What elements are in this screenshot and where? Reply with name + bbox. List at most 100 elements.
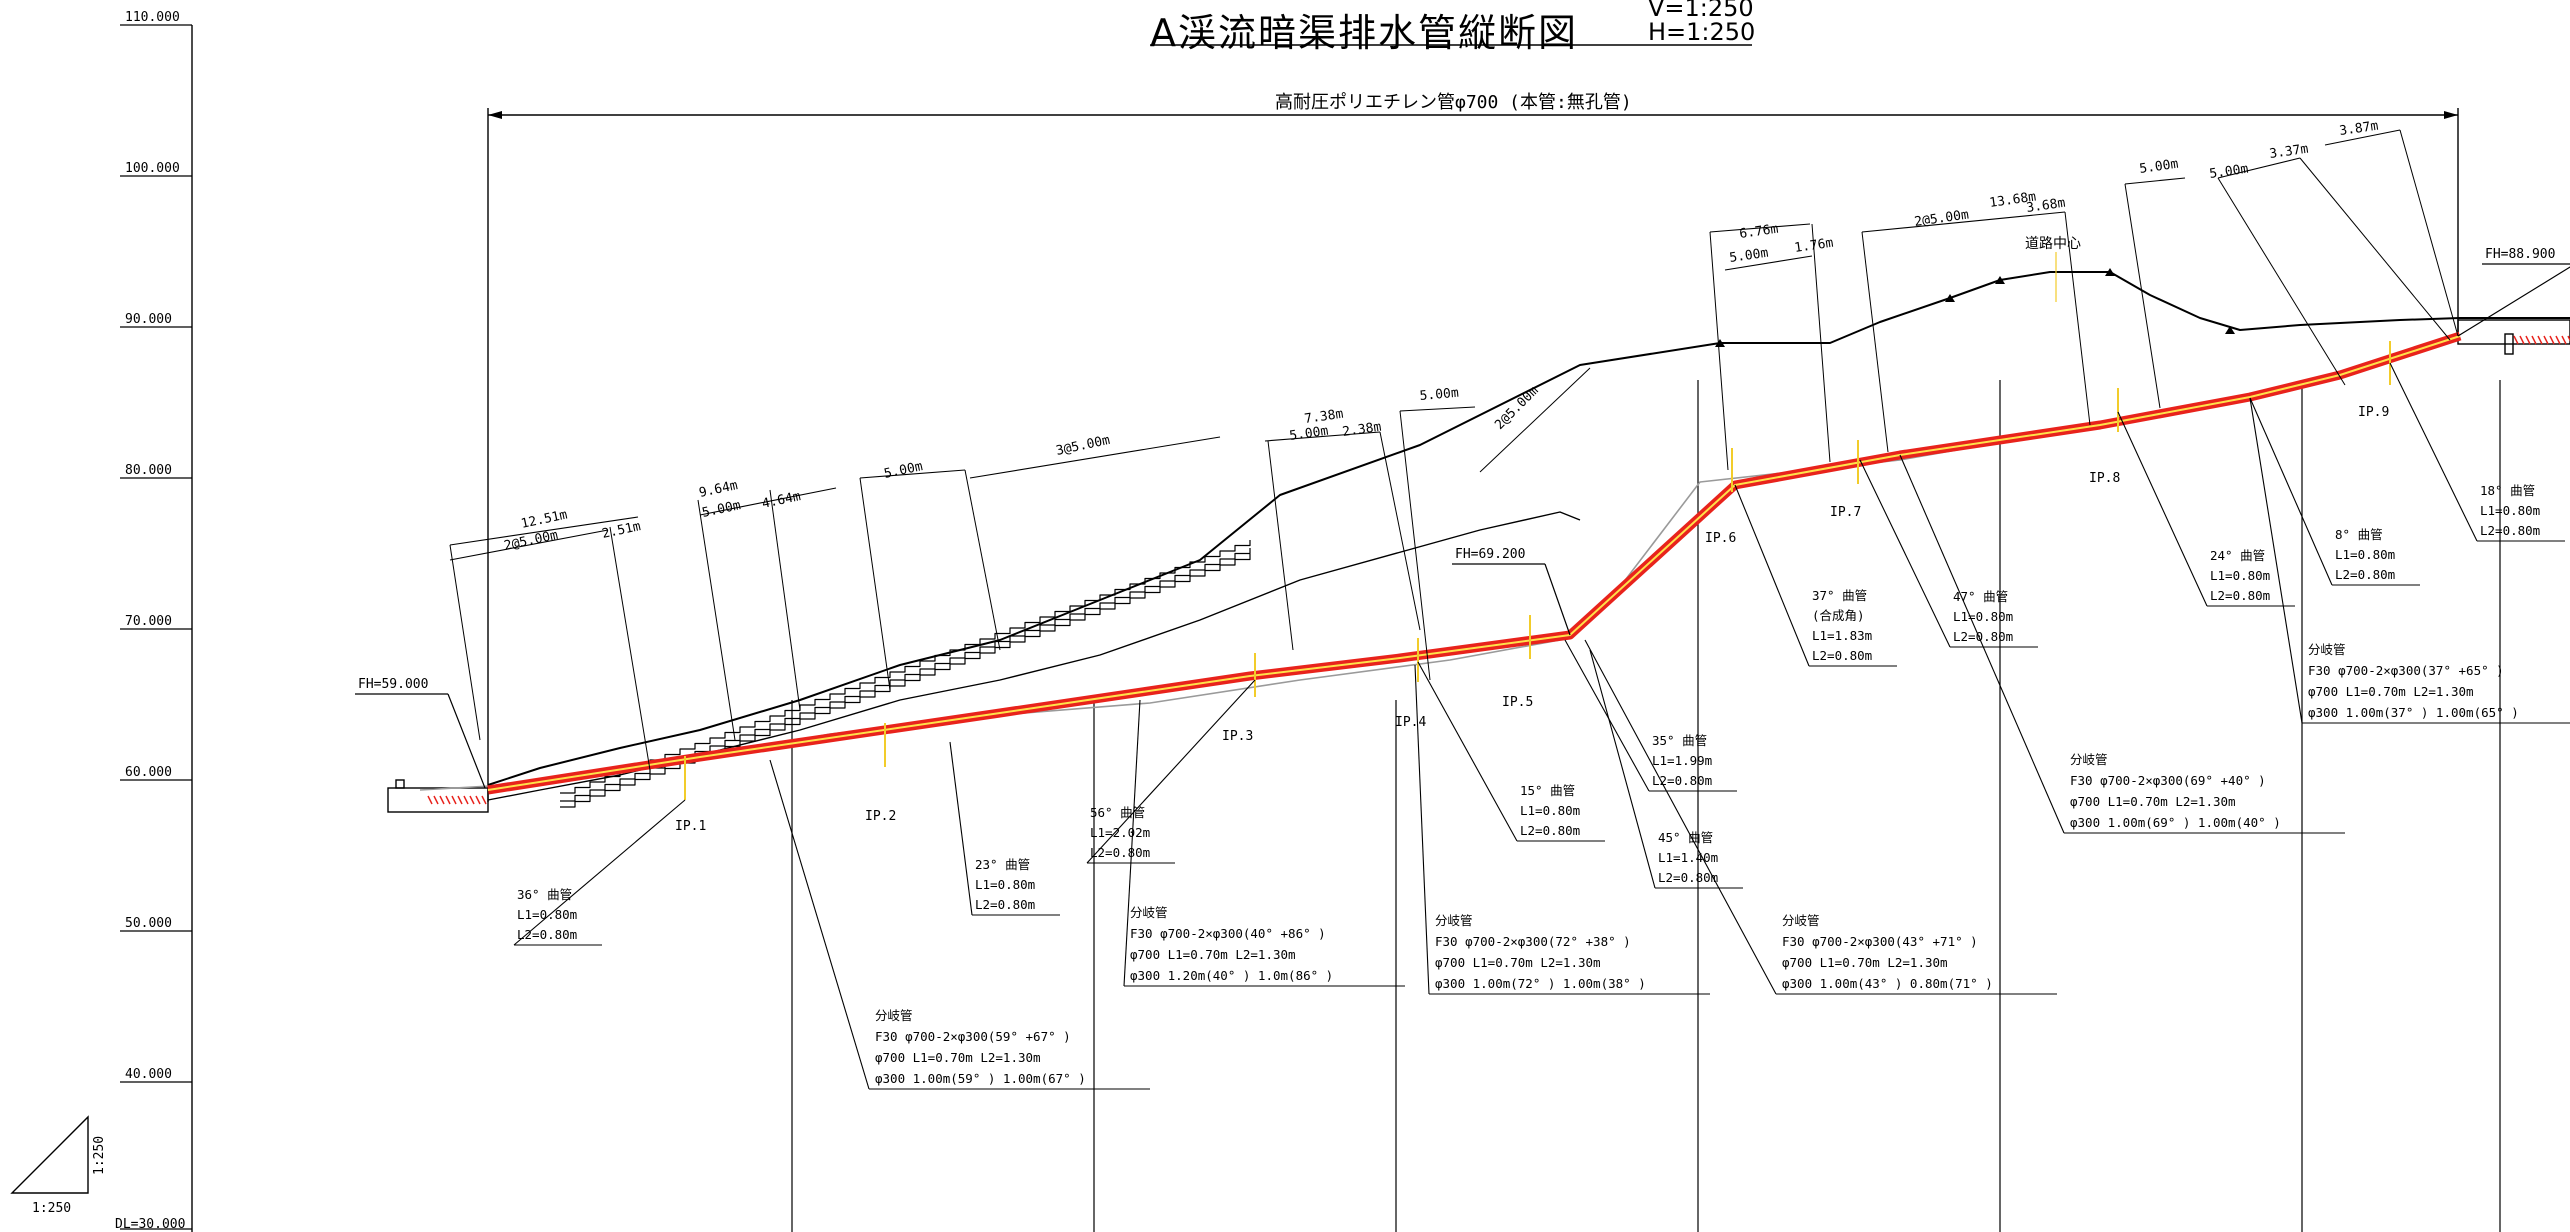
elevation-label: 80.000 [125, 463, 172, 478]
dimension-line [1399, 406, 1476, 412]
inlet-hatch [427, 795, 433, 805]
bend-note-leader [2389, 362, 2478, 542]
branch-note-leader [1899, 454, 2065, 834]
dimension-extension-line [2399, 129, 2459, 337]
bend-note-leader [1086, 679, 1256, 864]
bend-note-line: L2=0.80m [1520, 823, 1580, 838]
branch-note-line: φ300 1.00m(72° ) 1.00m(38° ) [1435, 976, 1646, 991]
branch-note-line: F30 φ700-2×φ300(69° +40° ) [2070, 773, 2266, 788]
bend-note-line: L1=0.80m [975, 877, 1035, 892]
dimension-extension-line [697, 499, 736, 741]
dimension-label: 3@5.00m [1055, 433, 1112, 459]
bend-note-leader [1734, 484, 1810, 667]
bend-note-line: L2=0.80m [1652, 773, 1712, 788]
ip-label: IP.8 [2089, 471, 2120, 486]
dimension-extension-line [769, 489, 801, 711]
ip-label: IP.1 [675, 819, 706, 834]
dimension-label: 5.00m [1728, 246, 1769, 266]
dimension-extension-line [1267, 440, 1294, 651]
inlet-hatch [433, 795, 439, 805]
dimension-extension-line [964, 469, 1001, 651]
bend-note-line: L2=0.80m [1812, 648, 1872, 663]
bend-note-line: 37° 曲管 [1812, 588, 1867, 603]
bend-note-line: L1=0.80m [2210, 568, 2270, 583]
dimension-label: 2.38m [1341, 420, 1382, 440]
bend-note-line: 47° 曲管 [1953, 589, 2008, 604]
dimension-extension-line [859, 477, 891, 691]
bend-note-leader [1564, 639, 1650, 792]
branch-note-line: φ300 1.00m(43° ) 0.80m(71° ) [1782, 976, 1993, 991]
fh-label: FH=69.200 [1455, 547, 1525, 562]
elevation-label: 70.000 [125, 614, 172, 629]
dimension-label: 4.64m [761, 489, 803, 512]
bend-note-line: L2=0.80m [517, 927, 577, 942]
dimension-line [1709, 223, 1811, 233]
branch-note-line: 分岐管 [1782, 913, 1820, 928]
outlet-hatch [2519, 335, 2525, 345]
outlet-hatch [2555, 335, 2561, 345]
ip-label: IP.5 [1502, 695, 1533, 710]
drawing-title: A渓流暗渠排水管縦断図 [1150, 11, 1578, 55]
ip-label: IP.4 [1395, 715, 1426, 730]
elevation-label: 110.000 [125, 10, 180, 25]
dimension-extension-line [609, 526, 651, 771]
road-marker [1995, 276, 2005, 284]
bend-note-line: L1=0.80m [1520, 803, 1580, 818]
triangle-scale-bottom: 1:250 [32, 1201, 71, 1216]
stair-profile [560, 540, 1251, 794]
branch-note-line: φ300 1.00m(69° ) 1.00m(40° ) [2070, 815, 2281, 830]
branch-note-line: φ700 L1=0.70m L2=1.30m [2070, 794, 2236, 809]
bend-note-line: L1=2.02m [1090, 825, 1150, 840]
dimension-label: 6.76m [1738, 222, 1779, 242]
main-pipe [487, 331, 2462, 795]
bend-note-line: L2=0.80m [2335, 567, 2395, 582]
outlet-hatch [2549, 335, 2555, 345]
branch-note-line: 分岐管 [875, 1008, 913, 1023]
dimension-label: 2@5.00m [1492, 383, 1541, 432]
branch-note-leader [769, 759, 870, 1090]
outlet-hatch [2525, 335, 2531, 345]
bend-note-line: 23° 曲管 [975, 857, 1030, 872]
branch-note-leader [1414, 664, 1430, 995]
elevation-label: 50.000 [125, 916, 172, 931]
branch-note-line: φ300 1.00m(37° ) 1.00m(65° ) [2308, 705, 2519, 720]
bend-note-line: L1=0.80m [1953, 609, 2013, 624]
bend-note-line: 15° 曲管 [1520, 783, 1575, 798]
dimension-label: 5.00m [2208, 162, 2249, 182]
ip-label: IP.2 [865, 809, 896, 824]
bend-note-leader [949, 741, 973, 916]
dimension-extension-line [2217, 177, 2346, 386]
branch-note-leader [1123, 699, 1141, 987]
dimension-label: 5.00m [1288, 424, 1329, 444]
road-center-label: 道路中心 [2025, 236, 2081, 252]
ground-profile-line [487, 271, 2570, 786]
fh-label: FH=59.000 [358, 677, 428, 692]
datum-label: DL=30.000 [115, 1217, 185, 1232]
bend-note-line: 45° 曲管 [1658, 830, 1713, 845]
dimension-line [2324, 129, 2401, 146]
triangle-scale-side: 1:250 [92, 1136, 107, 1175]
branch-note-line: φ700 L1=0.70m L2=1.30m [2308, 684, 2474, 699]
outlet-hatch [2543, 335, 2549, 345]
horizontal-scale: H=1:250 [1648, 18, 1756, 46]
outlet-structure [2457, 319, 2570, 345]
branch-note-line: F30 φ700-2×φ300(37° +65° ) [2308, 663, 2504, 678]
branch-note-line: 分岐管 [2070, 752, 2108, 767]
bend-note-line: L1=0.80m [2335, 547, 2395, 562]
branch-note-line: 分岐管 [1130, 905, 1168, 920]
elevation-label: 90.000 [125, 312, 172, 327]
bend-note-leader [2117, 411, 2208, 607]
dimension-extension-line [2064, 211, 2091, 426]
branch-note-line: φ300 1.00m(59° ) 1.00m(67° ) [875, 1071, 1086, 1086]
bend-note-line: L1=0.80m [2480, 503, 2540, 518]
branch-note-line: 分岐管 [2308, 642, 2346, 657]
road-marker [2225, 326, 2235, 334]
fh-leader [447, 693, 486, 789]
bend-note-line: 36° 曲管 [517, 887, 572, 902]
dimension-label: 5.00m [1419, 386, 1459, 404]
ip-label: IP.7 [1830, 505, 1861, 520]
road-marker [1715, 339, 1725, 347]
dimension-line [859, 469, 966, 479]
ip-label: IP.9 [2358, 405, 2389, 420]
